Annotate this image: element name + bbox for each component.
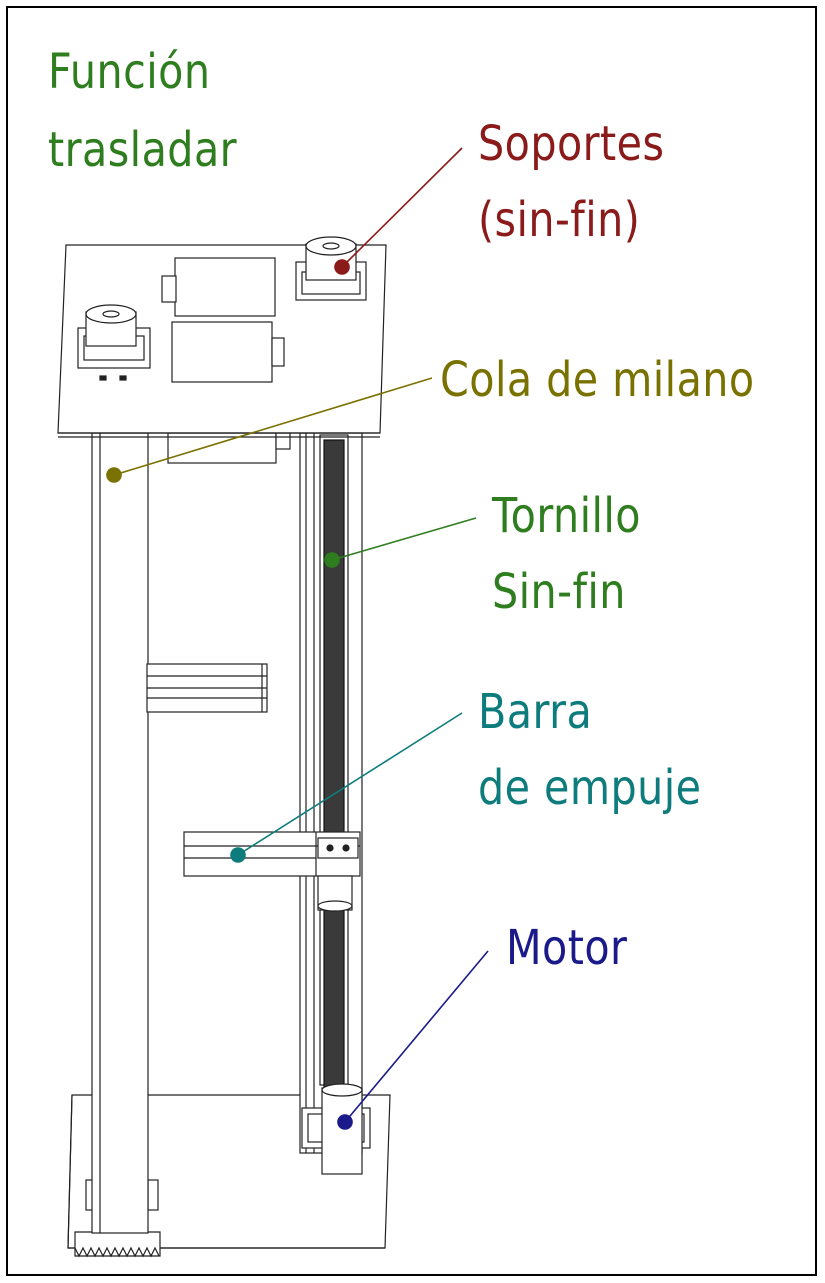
label-soportes-line-2: (sin-fin) [478, 192, 641, 248]
left-column [91, 432, 149, 1234]
support-right [295, 236, 367, 301]
label-barra-line-2: de empuje [478, 760, 702, 816]
title-line-1: Función [48, 44, 211, 100]
top-bracket [167, 432, 291, 464]
label-soportes-line-1: Soportes [478, 116, 665, 172]
label-barra-line-1: Barra [478, 684, 593, 740]
leader-barra [230, 712, 463, 863]
label-motor: Motor [506, 920, 628, 976]
support-left [77, 304, 151, 381]
title-line-2: trasladar [48, 122, 238, 178]
top-block-1 [161, 257, 276, 317]
label-tornillo-line-2: Sin-fin [492, 564, 626, 620]
lead-screw [319, 434, 349, 1089]
leader-cola [106, 377, 433, 483]
label-cola-de-milano: Cola de milano [440, 352, 755, 408]
leader-soportes [334, 147, 463, 275]
leader-tornillo [324, 517, 477, 568]
top-block-2 [171, 321, 285, 383]
leader-motor [337, 950, 489, 1130]
mid-rail [146, 663, 268, 713]
motor-body [301, 1083, 371, 1175]
push-bar [183, 831, 361, 912]
label-tornillo-line-1: Tornillo [492, 488, 641, 544]
